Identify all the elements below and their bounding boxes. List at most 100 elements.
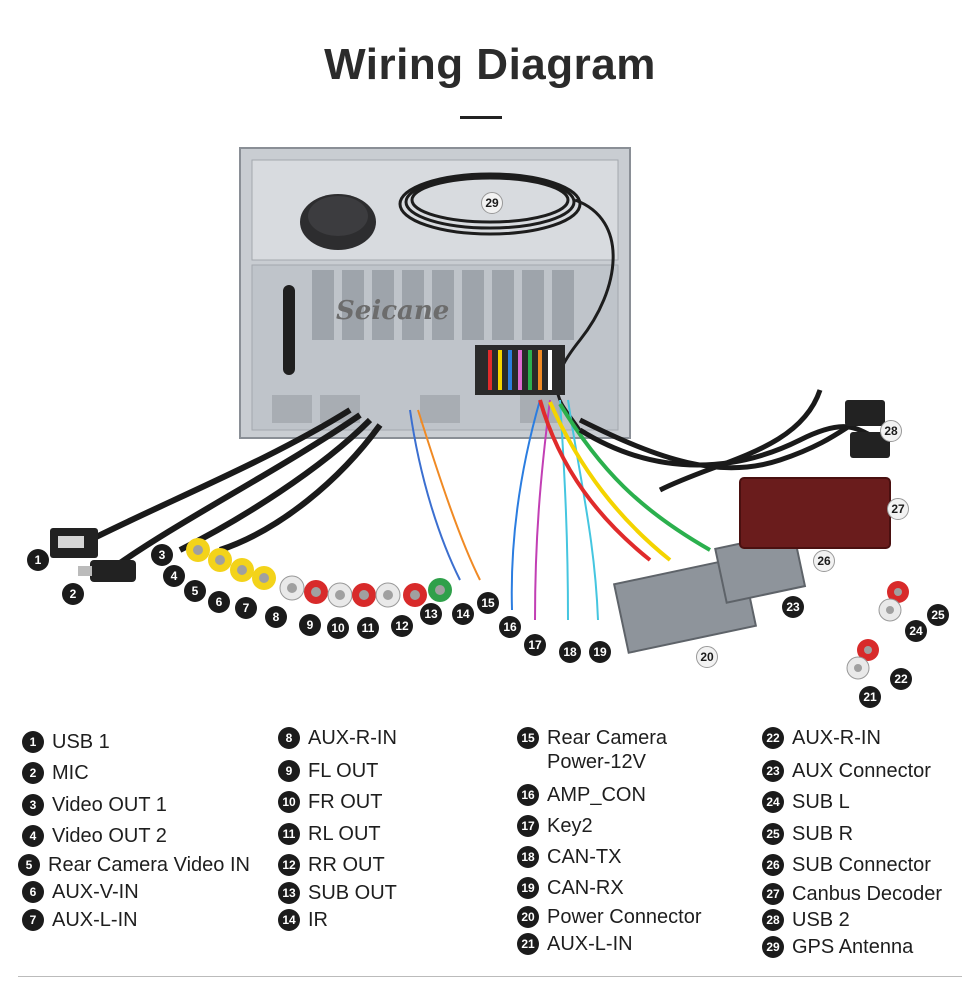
legend-label: Key2	[547, 815, 593, 837]
legend-badge: 22	[762, 727, 784, 749]
legend-badge: 1	[22, 731, 44, 753]
seicane-brand-logo: Seicane	[336, 296, 450, 326]
rca-sub-group	[846, 581, 909, 680]
legend-item-4: 4 Video OUT 2	[22, 824, 167, 848]
callout-8: 8	[265, 606, 287, 628]
legend-item-3: 3 Video OUT 1	[22, 793, 167, 817]
legend-label: AUX Connector	[792, 760, 931, 782]
legend-badge: 10	[278, 791, 300, 813]
legend-item-26: 26 SUB Connector	[762, 853, 931, 877]
title-underline	[460, 116, 502, 119]
callout-24: 24	[905, 620, 927, 642]
legend-badge: 5	[18, 854, 40, 876]
thin-wires	[409, 399, 599, 621]
rca-yellow-group	[186, 538, 276, 590]
callout-21: 21	[859, 686, 881, 708]
legend-label: AUX-L-IN	[547, 933, 633, 955]
callout-18: 18	[559, 641, 581, 663]
legend-label: MIC	[52, 762, 89, 784]
legend-item-29: 29 GPS Antenna	[762, 935, 913, 959]
legend-badge: 6	[22, 881, 44, 903]
legend-badge: 29	[762, 936, 784, 958]
legend-label: USB 2	[792, 909, 850, 931]
legend-badge: 13	[278, 882, 300, 904]
legend-label: AUX-R-IN	[792, 727, 881, 749]
legend-label: Power Connector	[547, 906, 702, 928]
callout-11: 11	[357, 617, 379, 639]
wiring-illustration	[50, 147, 909, 680]
legend-badge: 4	[22, 825, 44, 847]
legend-item-10: 10 FR OUT	[278, 790, 382, 814]
legend-item-6: 6 AUX-V-IN	[22, 880, 139, 904]
legend-label: IR	[308, 909, 328, 931]
legend-badge: 2	[22, 762, 44, 784]
callout-28: 28	[880, 420, 902, 442]
callout-1: 1	[27, 549, 49, 571]
callout-15: 15	[477, 592, 499, 614]
legend-label: Video OUT 2	[52, 825, 167, 847]
callout-16: 16	[499, 616, 521, 638]
usb2-plug-a	[845, 400, 885, 426]
callout-17: 17	[524, 634, 546, 656]
legend-badge: 26	[762, 854, 784, 876]
legend-badge: 21	[517, 933, 539, 955]
diagram-title: Wiring Diagram	[324, 40, 656, 89]
legend-label: Rear Camera Video IN	[48, 854, 250, 876]
legend-item-5: 5 Rear Camera Video IN	[18, 853, 250, 877]
legend-item-21: 21 AUX-L-IN	[517, 932, 633, 956]
legend-item-13: 13 SUB OUT	[278, 881, 397, 905]
legend-label: AUX-V-IN	[52, 881, 139, 903]
legend-item-16: 16 AMP_CON	[517, 783, 646, 807]
callout-27: 27	[887, 498, 909, 520]
callout-26: 26	[813, 550, 835, 572]
mic-plug	[90, 560, 136, 582]
legend-item-9: 9 FL OUT	[278, 759, 378, 783]
legend-badge: 12	[278, 854, 300, 876]
legend-badge: 17	[517, 815, 539, 837]
callout-14: 14	[452, 603, 474, 625]
callout-13: 13	[420, 603, 442, 625]
canbus-decoder-box	[739, 477, 891, 549]
legend-label: FL OUT	[308, 760, 379, 782]
callout-19: 19	[589, 641, 611, 663]
legend-label: Canbus Decoder	[792, 883, 943, 905]
legend-badge: 14	[278, 909, 300, 931]
legend-badge: 24	[762, 791, 784, 813]
legend-item-17: 17 Key2	[517, 814, 593, 838]
legend-badge: 3	[22, 794, 44, 816]
legend-item-20: 20 Power Connector	[517, 905, 702, 929]
legend-label: FR OUT	[308, 791, 383, 813]
legend-badge: 20	[517, 906, 539, 928]
legend-badge: 25	[762, 823, 784, 845]
wifi-antenna	[283, 285, 295, 375]
callout-6: 6	[208, 591, 230, 613]
legend-badge: 8	[278, 727, 300, 749]
legend-item-14: 14 IR	[278, 908, 328, 932]
callout-9: 9	[299, 614, 321, 636]
legend-label: AMP_CON	[547, 784, 646, 806]
legend-badge: 18	[517, 846, 539, 868]
legend-label: SUB Connector	[792, 854, 931, 876]
power-connector	[538, 399, 807, 654]
legend-label: GPS Antenna	[792, 936, 914, 958]
legend-badge: 16	[517, 784, 539, 806]
callout-23: 23	[782, 596, 804, 618]
harness-wires-top	[488, 350, 552, 390]
callout-25: 25	[927, 604, 949, 626]
lower-vents	[272, 395, 560, 423]
callout-29: 29	[481, 192, 503, 214]
legend-label: SUB OUT	[308, 882, 397, 904]
legend-label: AUX-R-IN	[308, 727, 397, 749]
rca-audio-group	[279, 575, 452, 608]
legend-badge: 9	[278, 760, 300, 782]
legend-label: Video OUT 1	[52, 794, 167, 816]
legend-label: RL OUT	[308, 823, 381, 845]
